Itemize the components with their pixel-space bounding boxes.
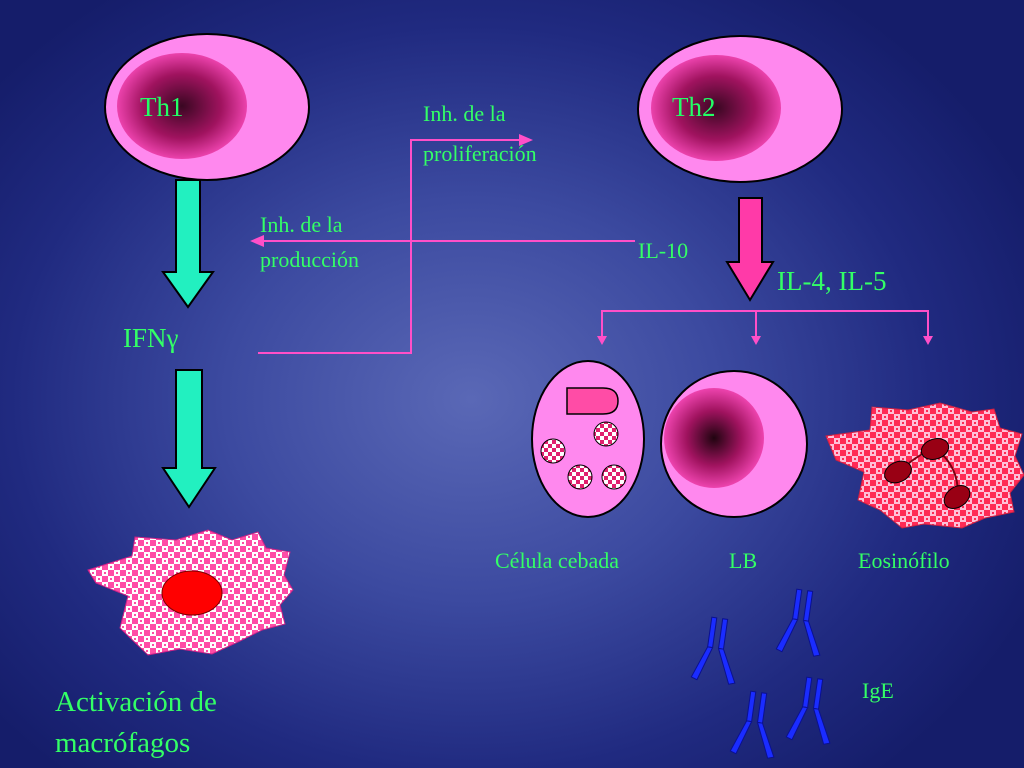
lb-cell <box>660 370 808 518</box>
mast-cell <box>531 360 645 518</box>
il4-distribution-bracket <box>601 310 929 338</box>
inh-produccion-arrowhead <box>250 235 264 247</box>
macrophage-cell <box>87 529 294 656</box>
ige-antibodies <box>690 588 831 759</box>
ige-label: IgE <box>862 678 894 703</box>
antibody-icon <box>785 676 831 745</box>
ifn-to-macrophage-arrow <box>161 369 217 509</box>
th1-cell <box>104 33 310 181</box>
inh-proliferacion-label-line1: Inh. de la <box>423 101 506 126</box>
th1-label: Th1 <box>140 92 184 122</box>
inh-produccion-label-line1: Inh. de la <box>260 212 343 237</box>
antibody-icon <box>729 690 775 759</box>
activacion-label-line2: macrófagos <box>55 727 191 759</box>
eosinofilo-label: Eosinófilo <box>858 548 950 573</box>
eosinophil-cell <box>825 402 1024 529</box>
th2-cell <box>637 35 843 183</box>
inh-proliferacion-arrowhead <box>519 134 533 146</box>
inh-produccion-label-line2: producción <box>260 247 359 272</box>
th2-label: Th2 <box>672 92 716 122</box>
activacion-label-line1: Activación de <box>55 686 217 718</box>
ifn-label: IFNγ <box>123 323 179 353</box>
bracket-arrowheads <box>597 336 933 345</box>
celula-cebada-label: Célula cebada <box>495 548 619 573</box>
lb-label: LB <box>729 548 758 573</box>
th2-to-il4-arrow <box>725 197 775 302</box>
th1-to-ifn-arrow <box>161 179 215 309</box>
il10-label: IL-10 <box>638 238 689 263</box>
antibody-icon <box>775 588 821 657</box>
inh-proliferacion-label-line2: proliferación <box>423 141 537 166</box>
antibody-icon <box>690 616 736 685</box>
il10-inhibition-lines <box>258 139 635 354</box>
il4-il5-label: IL-4, IL-5 <box>777 266 887 296</box>
